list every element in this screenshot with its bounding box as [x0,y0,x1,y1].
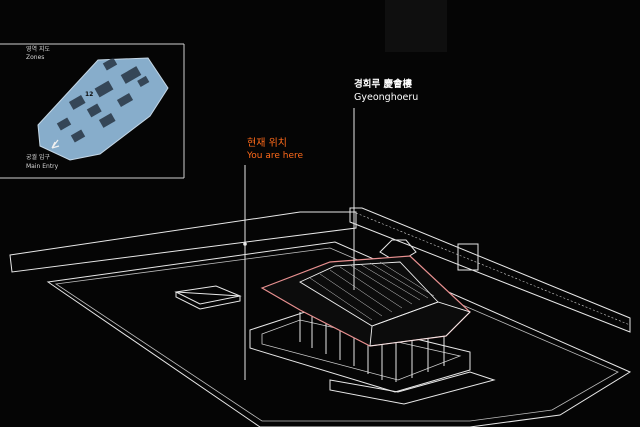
you-are-here-en: You are here [247,151,304,161]
outer-platform-back [9,211,357,273]
zones-mini-map [37,57,169,161]
you-are-here-ko: 현재 위치 [247,138,287,149]
gyeonghoeru-label-en: Gyeonghoeru [354,92,419,103]
roof-ridge [299,261,439,327]
main-roof [260,255,471,347]
roof-tiles [309,261,435,321]
zone-block [68,95,86,110]
zones-title-ko: 영역 지도 [26,46,50,53]
gyeonghoeru-label-ko: 경회루 慶會樓 [354,79,413,90]
zone-block [116,93,134,107]
foundation-inner [261,319,462,381]
zones-title-en: Zones [26,54,45,61]
entry-arrow-icon [51,139,60,149]
dark-panel-block [385,0,447,52]
zone-block [137,75,150,87]
foundation-steps [329,371,496,405]
zone-block [56,117,72,131]
zone-block [102,57,118,71]
wall-gate [457,243,479,271]
palace-outline [37,57,169,161]
main-entry-ko: 궁궐 입구 [26,154,50,161]
zone-block [70,129,86,143]
main-entry-en: Main Entry [26,163,59,170]
zone-block [120,66,142,84]
small-plinth-side [175,291,241,310]
zone-block [86,103,102,118]
outer-platform [46,241,632,427]
wall-tiles [355,212,631,326]
zone-block [94,80,114,98]
inner-platform [54,247,619,422]
zone-block [98,113,116,128]
roof-gable [369,301,471,347]
hex-pavilion-roof [379,239,417,259]
you-are-here-marker [243,242,247,246]
zone-number: 12 [85,91,94,98]
